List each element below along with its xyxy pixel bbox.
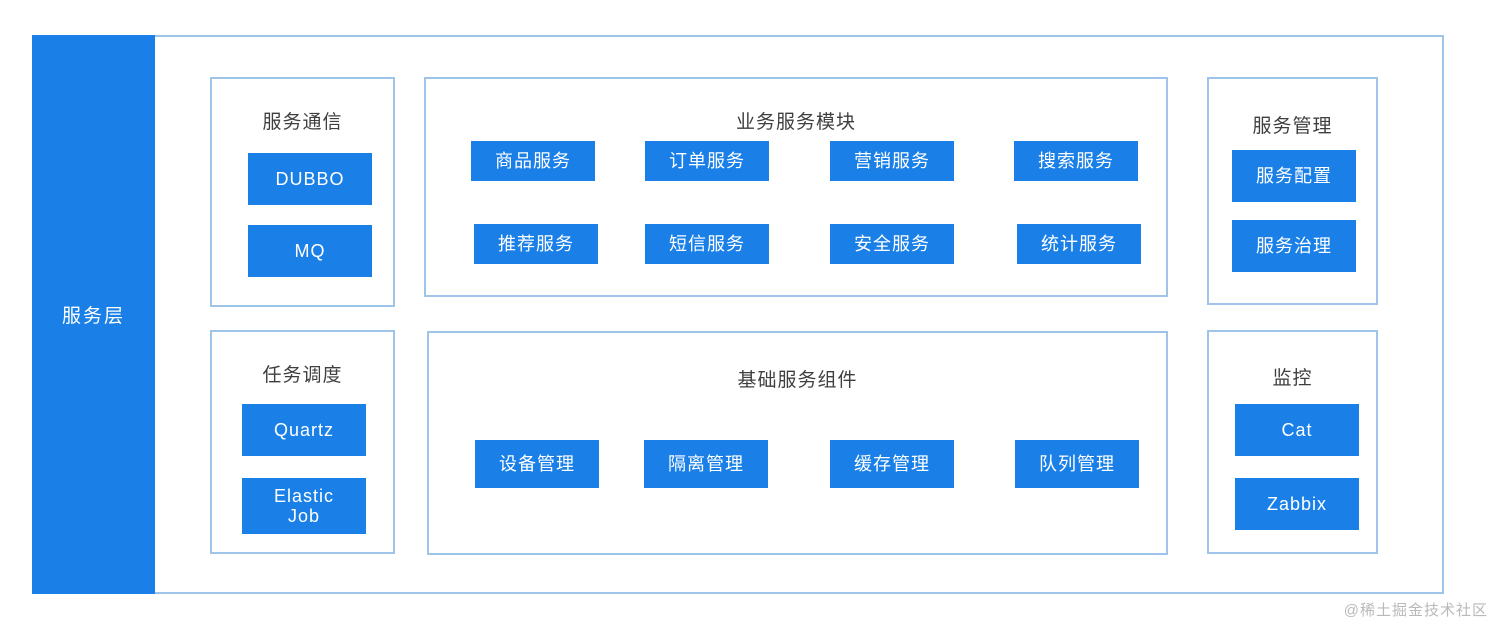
panel-basic-service-components-title: 基础服务组件 [737, 370, 858, 391]
panel-task-scheduling: 任务调度 Quartz Elastic Job [210, 330, 395, 554]
watermark: @稀土掘金技术社区 [1343, 602, 1488, 619]
chip-statistics-service[interactable]: 统计服务 [1017, 224, 1141, 264]
panel-task-scheduling-title: 任务调度 [262, 365, 343, 386]
chip-quartz[interactable]: Quartz [242, 404, 366, 456]
chip-search-service[interactable]: 搜索服务 [1014, 141, 1138, 181]
chip-isolation-management[interactable]: 隔离管理 [644, 440, 768, 488]
chip-recommend-service[interactable]: 推荐服务 [474, 224, 598, 264]
panel-business-services: 业务服务模块 商品服务 订单服务 营销服务 搜索服务 推荐服务 短信服务 安全服… [424, 77, 1168, 297]
chip-queue-management[interactable]: 队列管理 [1015, 440, 1139, 488]
panel-business-services-title: 业务服务模块 [735, 112, 856, 133]
chip-marketing-service[interactable]: 营销服务 [830, 141, 954, 181]
chip-dubbo[interactable]: DUBBO [248, 153, 372, 205]
panel-service-communication-title: 服务通信 [262, 112, 343, 133]
chip-device-management[interactable]: 设备管理 [475, 440, 599, 488]
panel-service-management-title: 服务管理 [1252, 116, 1333, 137]
chip-order-service[interactable]: 订单服务 [645, 141, 769, 181]
service-layer-label: 服务层 [61, 306, 125, 327]
chip-zabbix[interactable]: Zabbix [1235, 478, 1359, 530]
panel-service-communication: 服务通信 DUBBO MQ [210, 77, 395, 307]
panel-service-management: 服务管理 服务配置 服务治理 [1207, 77, 1378, 305]
service-layer-bar: 服务层 [32, 35, 155, 594]
panel-basic-service-components: 基础服务组件 设备管理 隔离管理 缓存管理 队列管理 [427, 331, 1168, 555]
chip-service-config[interactable]: 服务配置 [1232, 150, 1356, 202]
panel-monitoring-title: 监控 [1272, 368, 1313, 389]
chip-service-governance[interactable]: 服务治理 [1232, 220, 1356, 272]
chip-product-service[interactable]: 商品服务 [471, 141, 595, 181]
chip-sms-service[interactable]: 短信服务 [645, 224, 769, 264]
panel-monitoring: 监控 Cat Zabbix [1207, 330, 1378, 554]
chip-security-service[interactable]: 安全服务 [830, 224, 954, 264]
chip-cache-management[interactable]: 缓存管理 [830, 440, 954, 488]
chip-mq[interactable]: MQ [248, 225, 372, 277]
chip-elastic-job[interactable]: Elastic Job [242, 478, 366, 534]
chip-cat[interactable]: Cat [1235, 404, 1359, 456]
